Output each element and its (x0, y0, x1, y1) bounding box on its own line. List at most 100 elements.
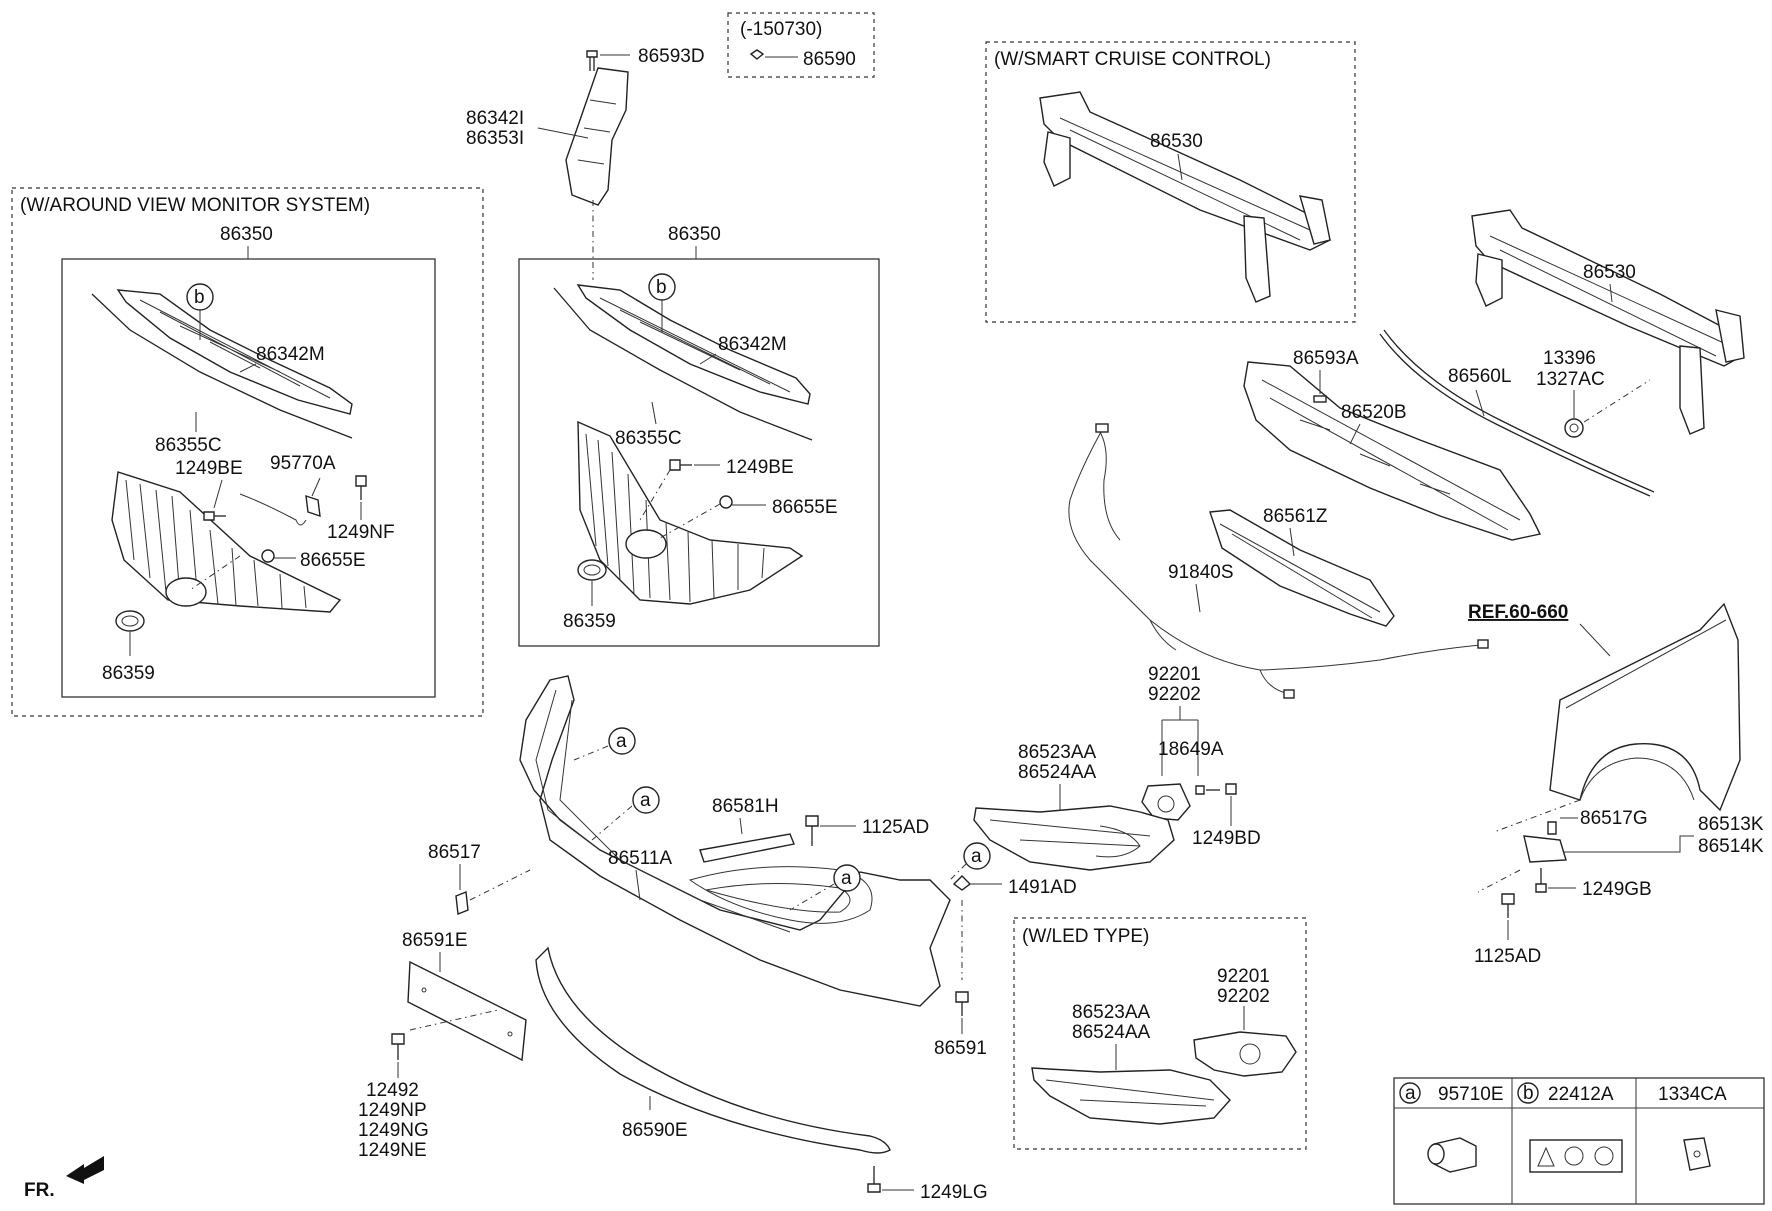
around-view-box (11, 187, 484, 717)
callout-a-3-text: a (841, 868, 852, 889)
label-86530-box: 86530 (1150, 131, 1203, 152)
label-fr: FR. (24, 1180, 55, 1201)
callout-a-2 (632, 786, 660, 814)
label-86342M-mid: 86342M (718, 334, 787, 355)
label-86342M-left: 86342M (256, 344, 325, 365)
clip-86593A-icon (1313, 395, 1327, 403)
front-bumper-86511A (519, 675, 951, 1007)
bolt-86591-icon (955, 991, 969, 1016)
label-86520B: 86520B (1341, 402, 1407, 423)
label-86591E: 86591E (402, 930, 468, 951)
beam-86530-box (1039, 91, 1332, 303)
label-86581H: 86581H (712, 796, 779, 817)
callout-a-4-text: a (971, 846, 982, 867)
camera-95770A-icon (239, 493, 321, 526)
callout-a-1 (608, 727, 636, 755)
label-86342I: 86342I (466, 108, 524, 129)
label-86517: 86517 (428, 842, 481, 863)
label-1249NF: 1249NF (327, 522, 395, 543)
label-95770A: 95770A (270, 453, 336, 474)
label-REF: REF.60-660 (1468, 602, 1568, 623)
legend-b-code: 22412A (1548, 1084, 1614, 1105)
label-1249NP: 1249NP (358, 1100, 427, 1121)
bracket-86561Z (1209, 509, 1395, 627)
label-86517G: 86517G (1580, 808, 1648, 829)
grille-upper-mid (553, 284, 813, 441)
label-86590: 86590 (803, 49, 856, 70)
label-86513K: 86513K (1698, 814, 1764, 835)
label-86355C-mid: 86355C (615, 428, 682, 449)
bracket-86513K-icon (1523, 821, 1567, 863)
fog-lamp-icon (1141, 783, 1205, 821)
screw-1249LG-icon (867, 1166, 881, 1193)
label-1249BD: 1249BD (1192, 828, 1261, 849)
cap-86517-icon (455, 891, 469, 915)
label-92201-led: 92201 (1217, 966, 1270, 987)
label-1125AD-mid: 1125AD (862, 817, 929, 838)
plate-86591E-icon (407, 960, 527, 1062)
wiring-91840S (1068, 423, 1489, 699)
label-1249GB: 1249GB (1582, 879, 1652, 900)
legend-b-letter: b (1523, 1083, 1534, 1104)
grille-lower-mid (577, 420, 804, 605)
bracket-86581H-icon (699, 833, 795, 863)
label-1491AD: 1491AD (1008, 877, 1077, 898)
absorber-86520B (1243, 361, 1542, 541)
label-18649A: 18649A (1158, 739, 1224, 760)
label-13396: 13396 (1543, 348, 1596, 369)
led-bezel-icon (1031, 1067, 1231, 1125)
callout-a-4 (963, 842, 991, 870)
callout-a-1-text: a (616, 731, 627, 752)
label-86359-left: 86359 (102, 663, 155, 684)
molding-86590E (535, 946, 891, 1154)
callout-a-3 (833, 864, 861, 892)
label-86593D: 86593D (638, 46, 705, 67)
bolt-1125AD-mid-icon (805, 815, 819, 846)
beam-86530 (1471, 209, 1745, 435)
around-view-title: (W/AROUND VIEW MONITOR SYSTEM) (20, 195, 370, 216)
nut-1491AD-icon (952, 875, 972, 891)
label-86355C-left: 86355C (155, 435, 222, 456)
label-86591: 86591 (934, 1038, 987, 1059)
front-arrow-icon (66, 1156, 104, 1184)
legend-a-code: 95710E (1438, 1084, 1504, 1105)
screw-1249BE-mid-icon (669, 459, 692, 471)
label-91840S: 91840S (1168, 562, 1234, 583)
label-92202-led: 92202 (1217, 986, 1270, 1007)
strip-86560L (1379, 329, 1655, 497)
bracket-86342I-icon (565, 67, 629, 206)
label-86523AA: 86523AA (1018, 742, 1097, 763)
callout-b-mid-text: b (656, 277, 667, 298)
clip-86655E-left-icon (261, 549, 275, 563)
label-86524AA-led: 86524AA (1072, 1022, 1151, 1043)
warning-label-22412A-icon (1529, 1139, 1623, 1173)
label-86590E: 86590E (622, 1120, 688, 1141)
label-1249NG: 1249NG (358, 1120, 429, 1141)
lamp-bezel-86523AA (973, 805, 1175, 871)
sensor-95710E-icon (1427, 1137, 1477, 1173)
label-86561Z: 86561Z (1263, 506, 1328, 527)
legend-c-code: 1334CA (1658, 1084, 1727, 1105)
callout-b-left-text: b (194, 287, 205, 308)
grille-box-mid (518, 258, 880, 647)
label-86530: 86530 (1583, 262, 1636, 283)
label-1327AC: 1327AC (1536, 369, 1605, 390)
bolt-86593D-icon (586, 50, 598, 71)
legend-table (1393, 1077, 1765, 1205)
date-code-title: (-150730) (740, 19, 822, 40)
label-86511A: 86511A (608, 848, 672, 869)
label-1249BE-mid: 1249BE (726, 457, 794, 478)
label-86560L: 86560L (1448, 366, 1511, 387)
date-code-box (727, 12, 875, 78)
label-1249NE: 1249NE (358, 1140, 427, 1161)
fender-icon (1549, 602, 1741, 812)
label-86359-mid: 86359 (563, 611, 616, 632)
label-86524AA: 86524AA (1018, 762, 1097, 783)
label-92202: 92202 (1148, 684, 1201, 705)
led-lamp-icon (1193, 1031, 1297, 1077)
emblem-86359-mid-icon (577, 559, 607, 581)
smart-cruise-title: (W/SMART CRUISE CONTROL) (994, 49, 1271, 70)
screw-1249GB-icon (1535, 868, 1547, 893)
label-86593A: 86593A (1293, 348, 1359, 369)
